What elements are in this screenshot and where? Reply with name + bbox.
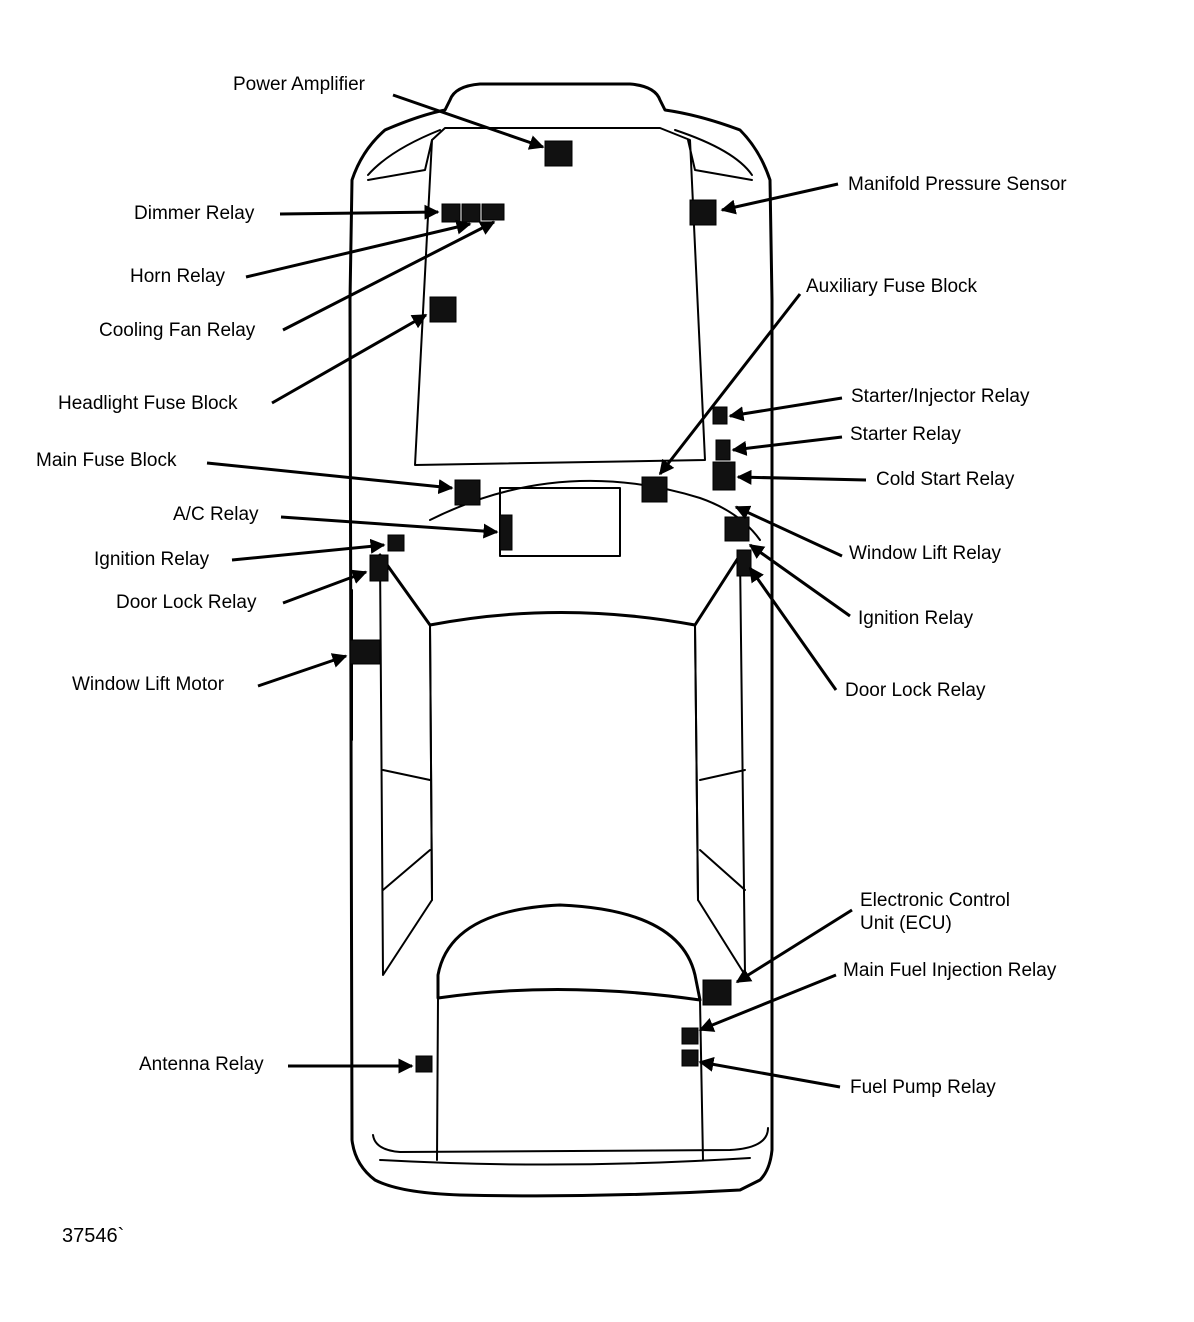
ac-relay-block [499, 514, 513, 551]
label-headlight-fuse-block: Headlight Fuse Block [58, 393, 238, 414]
headlight-fuse-block-box [429, 296, 457, 323]
window-lift-relay-block [724, 516, 750, 542]
label-cold-start-relay: Cold Start Relay [876, 469, 1015, 490]
label-ecu-line1: Electronic Control [860, 890, 1010, 911]
label-window-lift-relay: Window Lift Relay [849, 543, 1002, 564]
label-starter-relay: Starter Relay [850, 424, 961, 445]
dimmer-relay-block [441, 203, 461, 223]
components [349, 140, 752, 1073]
ignition-relay-left-block [387, 534, 405, 552]
label-window-lift-motor: Window Lift Motor [72, 674, 225, 695]
label-door-lock-relay-left: Door Lock Relay [116, 592, 257, 613]
power-amplifier-block [544, 140, 573, 167]
label-power-amplifier: Power Amplifier [233, 74, 365, 95]
antenna-relay-block [415, 1055, 433, 1073]
starter-injector-relay-block [712, 406, 728, 425]
label-dimmer-relay: Dimmer Relay [134, 203, 255, 224]
label-main-fuse-block: Main Fuse Block [36, 450, 177, 471]
label-starter-injector-relay: Starter/Injector Relay [851, 386, 1030, 407]
leader-lines [206, 93, 867, 1089]
label-main-fuel-injection-relay: Main Fuel Injection Relay [843, 960, 1057, 981]
window-lift-motor-block [349, 639, 381, 665]
label-ecu-line2: Unit (ECU) [860, 913, 952, 934]
label-ac-relay: A/C Relay [173, 504, 259, 525]
cold-start-relay-block [712, 461, 736, 491]
main-fuel-injection-relay-block [681, 1027, 699, 1045]
label-manifold-pressure-sensor: Manifold Pressure Sensor [848, 174, 1067, 195]
label-ignition-relay-left: Ignition Relay [94, 549, 210, 570]
label-door-lock-relay-right: Door Lock Relay [845, 680, 986, 701]
label-antenna-relay: Antenna Relay [139, 1054, 264, 1075]
label-cooling-fan-relay: Cooling Fan Relay [99, 320, 256, 341]
car-outline [348, 82, 774, 1198]
ecu-block [702, 979, 732, 1006]
manifold-pressure-sensor-block [689, 199, 717, 226]
label-ignition-relay-right: Ignition Relay [858, 608, 974, 629]
starter-relay-block [715, 439, 731, 461]
door-lock-relay-left-block [369, 554, 389, 582]
label-horn-relay: Horn Relay [130, 266, 226, 287]
main-fuse-block-box [454, 479, 481, 506]
cooling-fan-relay-block [481, 203, 505, 221]
auxiliary-fuse-block-box [641, 476, 668, 503]
label-auxiliary-fuse-block: Auxiliary Fuse Block [806, 276, 978, 297]
figure-number: 37546` [62, 1225, 125, 1247]
horn-relay-block [461, 203, 481, 223]
label-fuel-pump-relay: Fuel Pump Relay [850, 1077, 996, 1098]
ignition-relay-right-block [736, 549, 752, 577]
fuel-pump-relay-block [681, 1049, 699, 1067]
